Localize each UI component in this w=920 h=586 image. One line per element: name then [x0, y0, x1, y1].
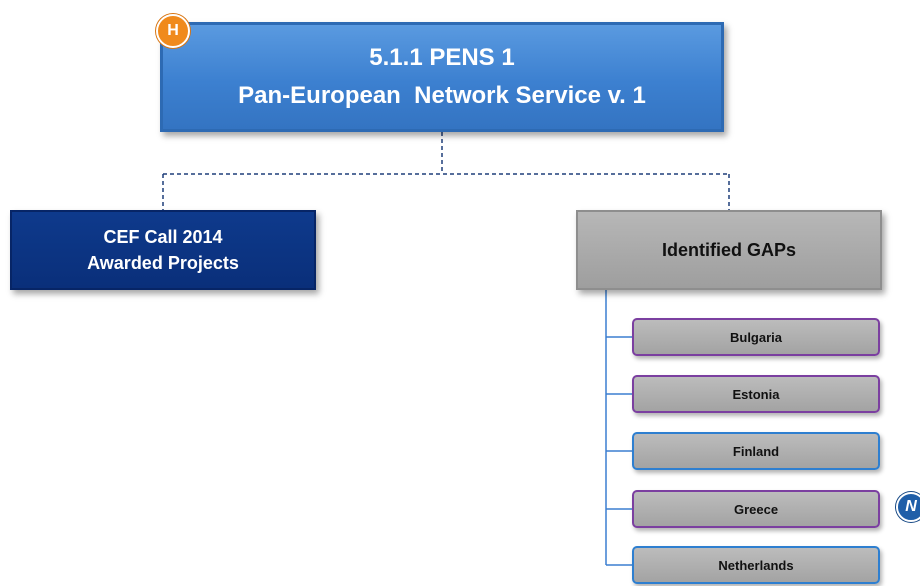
country-label: Greece: [733, 501, 779, 517]
root-title: 5.1.1 PENS 1: [369, 44, 515, 71]
country-node-estonia[interactable]: Estonia: [632, 375, 880, 413]
country-node-bulgaria[interactable]: Bulgaria: [632, 318, 880, 356]
country-label: Bulgaria: [729, 329, 782, 345]
identified-gaps-node[interactable]: Identified GAPs: [576, 210, 882, 290]
identified-gaps-label: Identified GAPs: [661, 239, 796, 260]
n-badge-icon: N: [896, 492, 920, 522]
cef-call-node[interactable]: CEF Call 2014 Awarded Projects: [10, 210, 316, 290]
cef-call-title: CEF Call 2014: [103, 227, 223, 247]
country-node-greece[interactable]: Greece: [632, 490, 880, 528]
country-node-finland[interactable]: Finland: [632, 432, 880, 470]
h-badge-icon: H: [156, 14, 190, 48]
country-label: Estonia: [732, 386, 780, 402]
country-label: Netherlands: [718, 557, 794, 573]
root-subtitle: Pan-European Network Service v. 1: [238, 82, 646, 109]
cef-call-subtitle: Awarded Projects: [87, 253, 239, 273]
country-label: Finland: [732, 443, 780, 459]
country-node-netherlands[interactable]: Netherlands: [632, 546, 880, 584]
root-node[interactable]: 5.1.1 PENS 1 Pan-European Network Servic…: [160, 22, 724, 132]
